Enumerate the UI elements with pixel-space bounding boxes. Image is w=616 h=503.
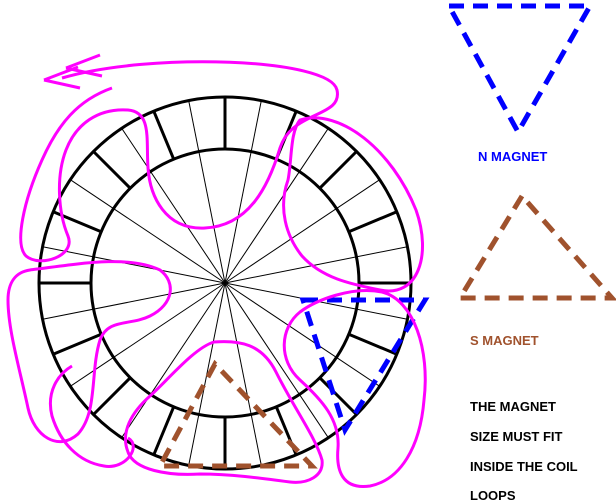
s-magnet-legend-shape <box>455 191 616 301</box>
coil-loop-left <box>6 260 172 444</box>
stator-slot-divider <box>348 332 398 356</box>
n-magnet-legend-shape <box>444 3 595 138</box>
stator-slot-divider <box>152 406 176 456</box>
n-magnet-label: N MAGNET <box>478 149 548 164</box>
stator-slot-dividers <box>39 97 411 469</box>
stator-slot-divider <box>92 150 132 190</box>
coil-loop-bottom-left <box>49 364 135 468</box>
coil-loop-bottom <box>123 340 324 484</box>
stator-spoke <box>121 128 226 284</box>
stator-spoke <box>42 282 226 320</box>
stator-slot-divider <box>318 376 358 416</box>
coil-loop-right <box>282 289 427 488</box>
note-line: THE MAGNET <box>470 399 556 414</box>
s-magnet-in-coil <box>155 359 318 469</box>
stator-spoke <box>224 282 329 438</box>
stator-spoke <box>224 128 329 284</box>
stator-spoke <box>224 100 262 284</box>
stator-spoke <box>224 282 380 387</box>
note-line: LOOPS <box>470 488 516 503</box>
stator-slot-divider <box>348 210 398 234</box>
stator-slot-divider <box>152 110 176 160</box>
coil-arrow-lower <box>43 65 81 90</box>
stator-spoke <box>224 246 408 284</box>
coil-arrow-upper <box>65 53 103 78</box>
coil-loop-top-left <box>19 60 339 263</box>
stator-spoke <box>70 179 226 284</box>
stator-slot-divider <box>92 376 132 416</box>
stator-spoke <box>188 100 226 284</box>
n-magnet-in-coil <box>299 297 430 436</box>
coil-loop-top-right <box>282 116 424 293</box>
note-line: INSIDE THE COIL <box>470 459 578 474</box>
stator-spoke <box>121 282 226 438</box>
s-magnet-label: S MAGNET <box>470 333 539 348</box>
stator-spoke <box>224 282 262 466</box>
coil-loops <box>6 53 427 488</box>
stator-slot-divider <box>318 150 358 190</box>
stator-spoke <box>42 246 226 284</box>
stator-slot-divider <box>52 332 102 356</box>
stator-spoke <box>224 179 380 284</box>
note-line: SIZE MUST FIT <box>470 429 563 444</box>
